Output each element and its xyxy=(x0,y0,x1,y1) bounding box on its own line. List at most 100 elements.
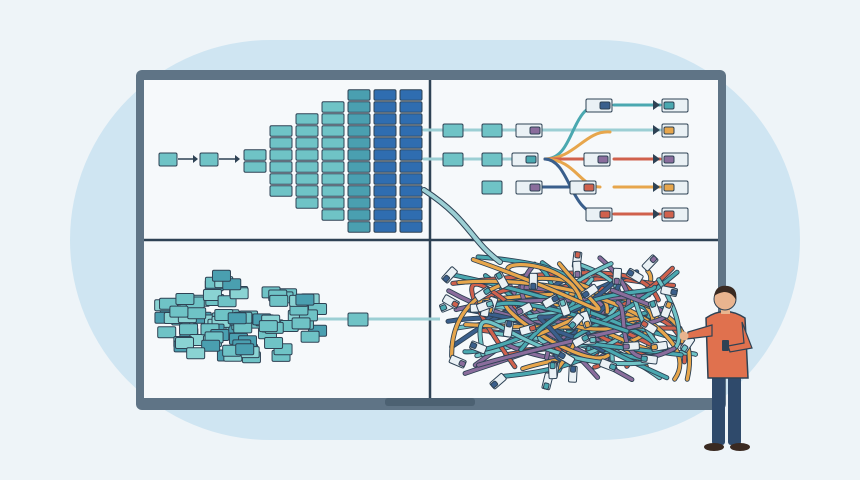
cable-plug-icon xyxy=(640,319,658,335)
pipeline-block xyxy=(399,197,423,209)
cable-plug-icon xyxy=(660,300,674,319)
pipeline-block xyxy=(295,125,319,137)
plug-tip xyxy=(528,324,537,332)
pipeline-block xyxy=(295,197,319,209)
cable-plug-icon xyxy=(661,98,689,113)
pipeline-block xyxy=(295,113,319,125)
connector-block xyxy=(442,123,464,138)
cable-plug-icon xyxy=(518,323,537,336)
arrow-right-icon xyxy=(235,155,240,163)
pipeline-block xyxy=(399,89,423,101)
pipeline-block xyxy=(373,89,397,101)
pipeline-block xyxy=(373,173,397,185)
scattered-block xyxy=(202,288,222,301)
pipeline-block xyxy=(321,197,345,209)
cable-plug-icon xyxy=(557,298,571,317)
cable-plug-icon xyxy=(567,365,578,383)
cable-plug-icon xyxy=(489,372,507,390)
pipeline-block xyxy=(399,173,423,185)
plug-tip xyxy=(670,288,678,296)
pipeline-block xyxy=(373,137,397,149)
pipeline-block xyxy=(295,185,319,197)
pipeline-block xyxy=(347,101,371,113)
pipeline-block xyxy=(269,125,293,137)
plug-tip xyxy=(599,101,611,110)
unordered-blocks-panel xyxy=(154,269,440,364)
plug-tip xyxy=(649,300,657,308)
cable-plug-icon xyxy=(569,180,597,195)
scattered-block xyxy=(179,323,199,336)
plug-tip xyxy=(490,380,499,389)
plug-tip xyxy=(581,290,590,299)
cable-plug-icon xyxy=(583,152,611,167)
pipeline-block xyxy=(399,149,423,161)
plug-tip xyxy=(680,344,689,353)
cable-plug-icon xyxy=(548,362,558,380)
connector-block xyxy=(481,180,503,195)
cable-plug-icon xyxy=(528,272,538,290)
cable-plug-icon xyxy=(585,207,613,222)
input-block xyxy=(199,152,219,167)
cable-plug-icon xyxy=(542,293,560,309)
presenter-figure xyxy=(679,285,753,451)
scattered-block xyxy=(300,330,320,343)
presenter-left-leg xyxy=(712,370,725,445)
pipeline-block xyxy=(347,173,371,185)
cable-plug-icon xyxy=(571,333,590,348)
tangled-cable xyxy=(476,288,667,367)
cable-plug-icon xyxy=(622,341,640,352)
cable-plug-icon xyxy=(660,285,678,297)
pipeline-block xyxy=(399,161,423,173)
pipeline-block xyxy=(269,161,293,173)
cable-plug-icon xyxy=(441,266,458,284)
input-block xyxy=(158,152,178,167)
connector-block xyxy=(347,312,369,327)
plug-tip xyxy=(469,341,478,349)
arrow-right-icon xyxy=(653,100,660,110)
plug-tip xyxy=(609,363,617,371)
board-tray xyxy=(385,398,475,406)
plug-tip xyxy=(574,270,581,278)
pipeline-block xyxy=(373,209,397,221)
pipeline-block xyxy=(373,125,397,137)
scattered-block xyxy=(291,317,311,330)
pipeline-block xyxy=(347,209,371,221)
cable-plug-icon xyxy=(474,286,492,302)
pipeline-block xyxy=(399,221,423,233)
plug-tip xyxy=(665,301,673,309)
pipeline-block xyxy=(321,101,345,113)
pipeline-block xyxy=(347,185,371,197)
pipeline-block xyxy=(243,149,267,161)
cable-plug-icon xyxy=(515,123,543,138)
pipeline-block xyxy=(399,185,423,197)
cable-plug-icon xyxy=(647,299,661,318)
pipeline-block xyxy=(321,113,345,125)
tangled-cable xyxy=(519,285,657,352)
pipeline-block xyxy=(295,161,319,173)
plug-tip xyxy=(581,334,590,342)
scattered-block xyxy=(175,336,195,349)
cable-plug-icon xyxy=(650,340,669,352)
pipeline-block xyxy=(373,185,397,197)
pipeline-block xyxy=(373,149,397,161)
cable-plug-icon xyxy=(494,271,509,290)
pipeline-block xyxy=(347,161,371,173)
pipeline-block xyxy=(347,149,371,161)
scattered-block xyxy=(187,307,207,320)
cable-plug-icon xyxy=(511,152,539,167)
arrow-right-icon xyxy=(653,125,660,135)
scattered-block xyxy=(201,339,221,352)
presenter-hand xyxy=(679,331,689,341)
pipeline-block xyxy=(269,173,293,185)
plug-tip xyxy=(525,155,537,164)
pipeline-block xyxy=(399,137,423,149)
cable-plug-icon xyxy=(448,354,467,369)
pipeline-block xyxy=(347,221,371,233)
plug-tip xyxy=(570,365,577,373)
pipeline-block xyxy=(321,149,345,161)
cable-plug-icon xyxy=(641,254,659,272)
tangled-cable xyxy=(457,279,682,381)
pipeline-block xyxy=(347,125,371,137)
connector-block xyxy=(481,123,503,138)
cable-plug-icon xyxy=(469,340,488,355)
